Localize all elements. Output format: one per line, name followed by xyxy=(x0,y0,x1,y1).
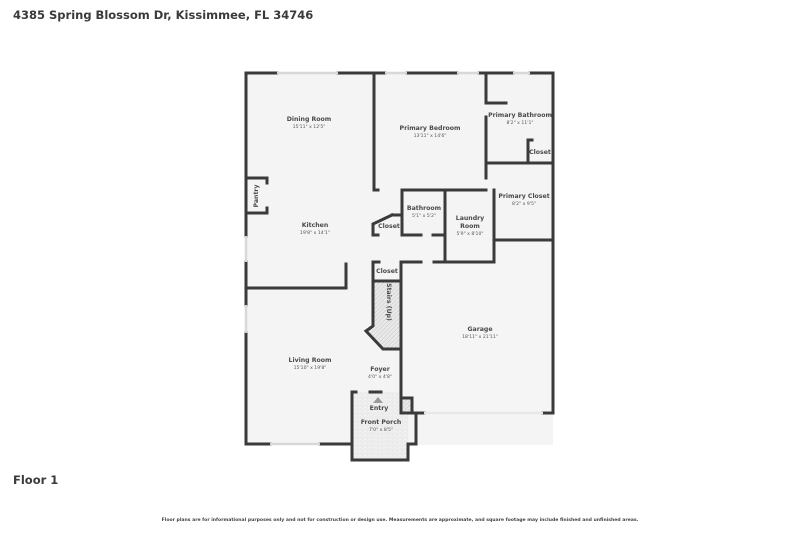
floor-fill xyxy=(246,73,553,460)
room-pantry: Pantry xyxy=(253,185,260,208)
room-foyer: Foyer 4'0" x 4'8" xyxy=(368,366,392,380)
svg-text:Foyer: Foyer xyxy=(370,366,390,373)
room-primary-bedroom: Primary Bedroom 13'11" x 14'6" xyxy=(400,125,461,139)
svg-text:8'2" x 9'5": 8'2" x 9'5" xyxy=(512,201,536,207)
svg-text:Closet: Closet xyxy=(529,149,551,156)
svg-text:Stairs (Up): Stairs (Up) xyxy=(385,283,392,321)
room-stair-closet: Closet xyxy=(376,268,398,275)
property-address: 4385 Spring Blossom Dr, Kissimmee, FL 34… xyxy=(13,8,314,22)
room-kitchen: Kitchen 19'8" x 14'1" xyxy=(300,222,330,236)
room-primary-bath-closet: Closet xyxy=(529,149,551,156)
svg-text:15'10" x 19'8": 15'10" x 19'8" xyxy=(294,365,327,371)
room-primary-closet: Primary Closet 8'2" x 9'5" xyxy=(498,193,549,207)
svg-text:Entry: Entry xyxy=(370,405,389,412)
svg-text:Primary Closet: Primary Closet xyxy=(498,193,549,200)
svg-text:5'9" x 8'10": 5'9" x 8'10" xyxy=(456,231,483,237)
svg-text:Garage: Garage xyxy=(467,326,492,333)
entry-arrow-icon xyxy=(373,397,383,403)
svg-text:Closet: Closet xyxy=(378,223,400,230)
svg-text:Primary Bedroom: Primary Bedroom xyxy=(400,125,461,132)
svg-text:8'2" x 11'1": 8'2" x 11'1" xyxy=(506,120,533,126)
room-laundry: Laundry Room 5'9" x 8'10" xyxy=(456,215,484,237)
room-bathroom: Bathroom 5'1" x 5'2" xyxy=(407,205,441,219)
windows xyxy=(244,71,543,446)
svg-text:Primary Bathroom: Primary Bathroom xyxy=(488,112,552,119)
svg-text:Laundry: Laundry xyxy=(456,215,484,222)
svg-text:5'1" x 5'2": 5'1" x 5'2" xyxy=(412,213,436,219)
svg-text:Room: Room xyxy=(460,223,480,230)
svg-text:Closet: Closet xyxy=(376,268,398,275)
svg-text:Dining Room: Dining Room xyxy=(287,116,332,123)
room-hall-closet: Closet xyxy=(378,223,400,230)
svg-text:13'11" x 14'6": 13'11" x 14'6" xyxy=(414,133,447,139)
disclaimer: Floor plans are for informational purpos… xyxy=(161,518,639,523)
room-primary-bathroom: Primary Bathroom 8'2" x 11'1" xyxy=(488,112,552,126)
svg-text:Bathroom: Bathroom xyxy=(407,205,441,212)
svg-text:7'0" x 8'5": 7'0" x 8'5" xyxy=(369,427,393,433)
svg-text:Pantry: Pantry xyxy=(253,185,260,208)
svg-text:19'8" x 14'1": 19'8" x 14'1" xyxy=(300,230,330,236)
svg-text:Front Porch: Front Porch xyxy=(361,419,402,426)
room-entry: Entry xyxy=(370,405,389,412)
floor-label: Floor 1 xyxy=(13,473,59,487)
room-living: Living Room 15'10" x 19'8" xyxy=(289,357,332,371)
room-dining: Dining Room 15'11" x 12'5" xyxy=(287,116,332,130)
walls xyxy=(244,71,555,462)
room-front-porch: Front Porch 7'0" x 8'5" xyxy=(361,419,402,433)
garage-step-hatch xyxy=(402,398,412,413)
stairs-hatch xyxy=(366,281,401,349)
svg-text:Living Room: Living Room xyxy=(289,357,332,364)
svg-text:15'11" x 12'5": 15'11" x 12'5" xyxy=(293,124,326,130)
room-stairs: Stairs (Up) xyxy=(385,283,392,321)
svg-text:Kitchen: Kitchen xyxy=(302,222,329,229)
svg-text:18'11" x 21'11": 18'11" x 21'11" xyxy=(462,334,498,340)
room-garage: Garage 18'11" x 21'11" xyxy=(462,326,498,340)
svg-text:4'0" x 4'8": 4'0" x 4'8" xyxy=(368,374,392,380)
